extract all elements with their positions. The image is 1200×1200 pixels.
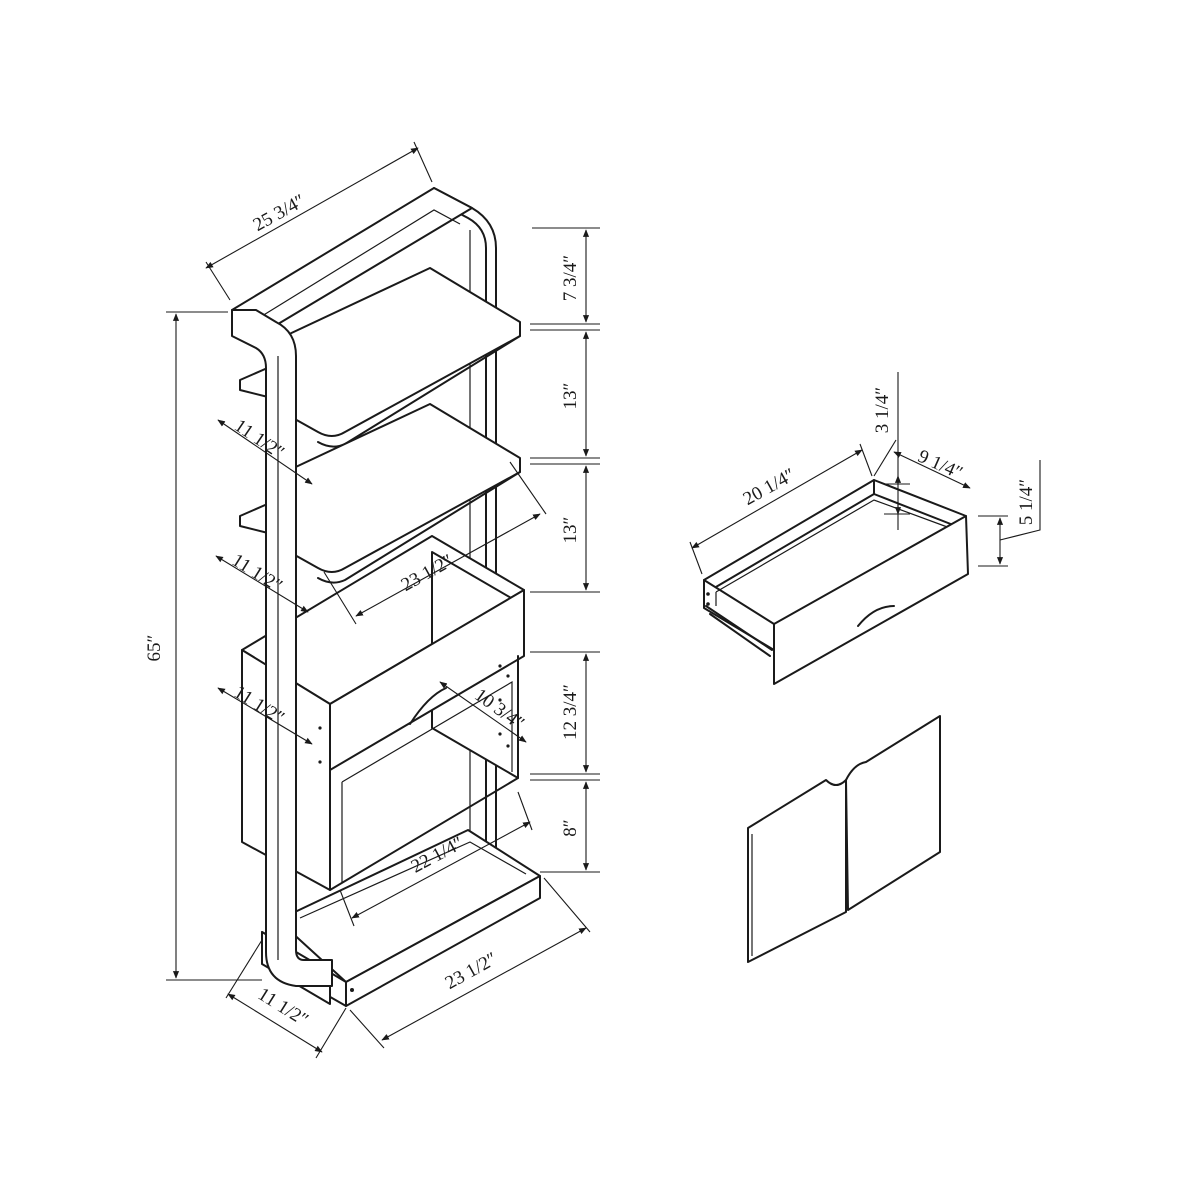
- label-drawer-inner-height: 3 1/4″: [872, 387, 893, 433]
- front-frame-rail: [231, 309, 333, 987]
- label-drawer-front-height: 5 1/4″: [1016, 479, 1037, 525]
- label-drawer-section-height: 12 3/4″: [560, 684, 581, 740]
- label-drawer-depth: 9 1/4″: [915, 446, 966, 484]
- drawer-slide-rail: [705, 605, 773, 657]
- label-base-width: 23 1/2″: [442, 948, 501, 993]
- drawer-left-side: [703, 579, 775, 651]
- doors: [747, 715, 941, 963]
- drawer-back: [703, 479, 875, 595]
- top-rail-inner: [261, 209, 461, 317]
- base-cam-lock: [350, 988, 354, 992]
- cabinet-drawer-front: [329, 589, 525, 771]
- label-overall-height: 65″: [144, 635, 165, 662]
- shelf-1: [267, 267, 521, 437]
- drawer-front-notch: [857, 605, 895, 627]
- dimension-lines: [166, 141, 1041, 1059]
- label-shelf-gap-2: 13″: [560, 517, 581, 544]
- label-bottom-gap: 8″: [560, 819, 581, 836]
- drawer-bottom-panel: [715, 499, 951, 606]
- shelf-2: [267, 403, 521, 573]
- shelf-2-thickness: [317, 471, 521, 584]
- drawer: [703, 479, 969, 685]
- drawer-front: [773, 515, 969, 685]
- label-top-gap: 7 3/4″: [560, 255, 581, 301]
- label-overall-width: 25 3/4″: [250, 190, 309, 235]
- bookcase: [231, 187, 541, 1007]
- door-right: [845, 715, 941, 911]
- label-base-depth: 11 1/2″: [254, 984, 312, 1031]
- door-left: [747, 779, 847, 963]
- label-shelf-gap-1: 13″: [560, 383, 581, 410]
